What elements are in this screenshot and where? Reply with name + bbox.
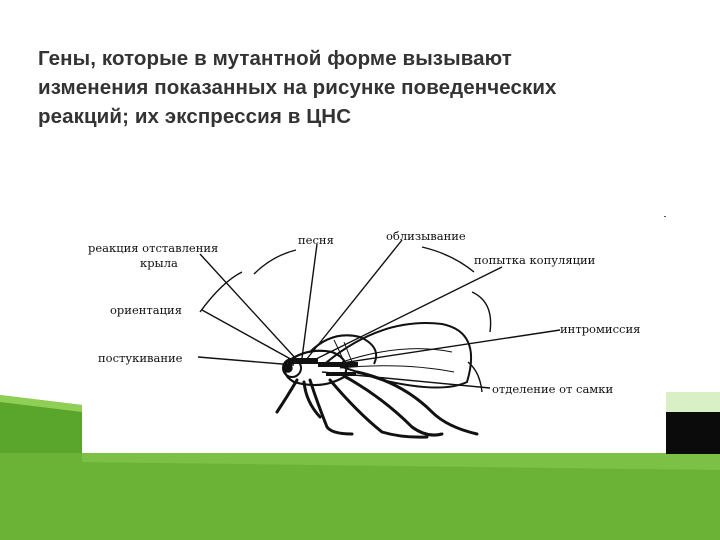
fly-leg-3: [342, 374, 444, 437]
fly-wing: [324, 322, 473, 389]
fly-female-body: [309, 334, 378, 365]
fly-leg-5: [275, 378, 299, 414]
label-wing-extension-2: крыла: [140, 256, 178, 270]
pointer-licking: [305, 239, 403, 361]
fly-behavior-figure: реакция отставления крыла песня облизыва…: [82, 212, 666, 453]
label-separation: отделение от самки: [492, 382, 614, 396]
arc-wing: [199, 271, 243, 313]
corner-accent-light: [666, 392, 720, 412]
title-line-2: изменения показанных на рисунке поведенч…: [38, 76, 557, 99]
arc-licking: [421, 246, 475, 273]
slide-title: Гены, которые в мутантной форме вызывают…: [38, 44, 698, 131]
pointer-copulation: [309, 266, 503, 363]
fly-leg-1: [308, 378, 354, 436]
label-intromission: интромиссия: [560, 322, 641, 336]
pointer-wing-extension: [199, 253, 298, 361]
label-tapping: постукивание: [98, 351, 183, 365]
arc-song: [253, 249, 297, 275]
fly-leg-4: [355, 370, 479, 436]
pointer-intromission: [321, 329, 561, 367]
corner-accent-dark: [666, 412, 720, 454]
fly-drawing: [197, 216, 666, 439]
label-copulation-attempt: попытка копуляции: [474, 253, 596, 267]
label-licking: облизывание: [386, 229, 466, 243]
title-line-1: Гены, которые в мутантной форме вызывают: [38, 47, 512, 70]
label-wing-extension-1: реакция отставления: [88, 241, 219, 255]
pointer-tapping: [197, 356, 295, 366]
fly-leg-6: [302, 380, 322, 419]
pointer-song: [301, 243, 318, 359]
arc-copulation: [471, 291, 492, 333]
label-song: песня: [298, 233, 334, 247]
title-line-3: реакций; их экспрессия в ЦНС: [38, 105, 352, 128]
pointer-orientation: [201, 309, 297, 363]
label-orientation: ориентация: [110, 303, 182, 317]
fly-leg-2: [328, 378, 429, 439]
